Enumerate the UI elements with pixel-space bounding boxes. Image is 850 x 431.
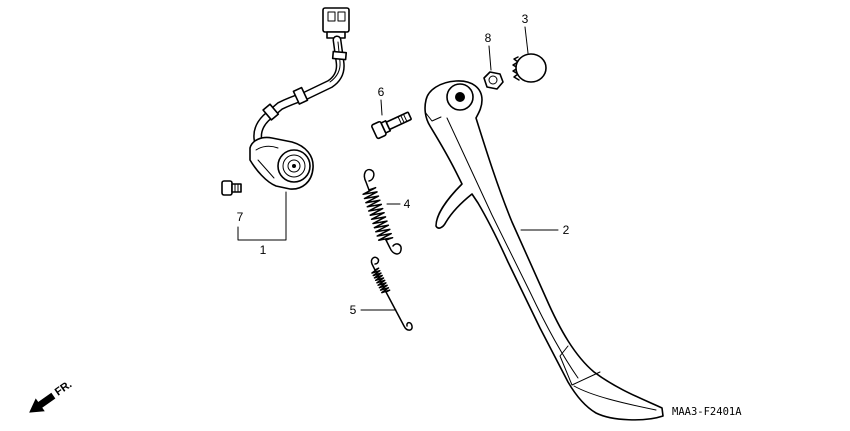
callout-3: 3 (522, 12, 529, 26)
connector-socket-right (337, 11, 346, 22)
bolt-7-thread (234, 183, 239, 193)
switch-assembly (249, 7, 350, 190)
spring-5-coil (371, 267, 391, 294)
bolt-7-shank (231, 183, 242, 193)
callout-2: 2 (563, 223, 570, 237)
side-stand-pivot-hole (455, 92, 465, 102)
switch-wire-strand (329, 41, 341, 83)
spring-5 (370, 256, 413, 331)
spring-5-hook-top (370, 256, 380, 271)
wire-clamp-middle (292, 86, 309, 105)
wire-clamp-lower (262, 103, 280, 121)
spring-4-hook-bottom (385, 239, 402, 255)
side-stand-outline (424, 80, 664, 421)
callout-5: 5 (350, 303, 357, 317)
spring-4 (362, 168, 402, 255)
callout-6: 6 (378, 85, 385, 99)
bolt-7 (221, 180, 242, 196)
spring-4-coil (362, 186, 394, 241)
leader-6 (380, 99, 383, 116)
callout-bracket-1 (237, 191, 287, 241)
leader-3 (524, 26, 529, 54)
callout-1: 1 (260, 243, 267, 257)
pivot-bolt-thread (397, 113, 408, 125)
switch-wire-fill (254, 37, 344, 151)
side-stand-notch (424, 111, 442, 122)
front-arrow-icon (29, 392, 56, 413)
front-direction-label: FR. (53, 378, 74, 398)
switch-disc-center (292, 164, 296, 168)
spring-5-wire (385, 291, 413, 331)
switch-body-edge (255, 145, 279, 179)
nut-8 (483, 71, 504, 90)
spring-4-hook-top (363, 168, 375, 191)
cap-3-face (515, 53, 547, 83)
callout-4: 4 (404, 197, 411, 211)
leader-8 (488, 45, 492, 71)
pivot-bolt-shank (385, 111, 412, 130)
wire-clamp-upper (331, 50, 348, 61)
callout-7: 7 (237, 210, 244, 224)
side-stand-flange-edge (446, 117, 579, 379)
pivot-bolt-6 (371, 111, 412, 140)
bolt-7-head (221, 180, 233, 196)
nut-8-hole (488, 75, 498, 85)
cap-3 (512, 53, 547, 83)
switch-disc-ring (282, 154, 306, 178)
side-stand (424, 80, 664, 421)
figure-code: MAA3-F2401A (672, 406, 742, 418)
nut-8-body (483, 71, 504, 90)
switch-disc-inner (287, 159, 301, 173)
front-arrow-shape (29, 392, 56, 413)
side-stand-foot-edge (559, 345, 657, 411)
callout-8: 8 (485, 31, 492, 45)
connector-socket-left (327, 11, 336, 22)
